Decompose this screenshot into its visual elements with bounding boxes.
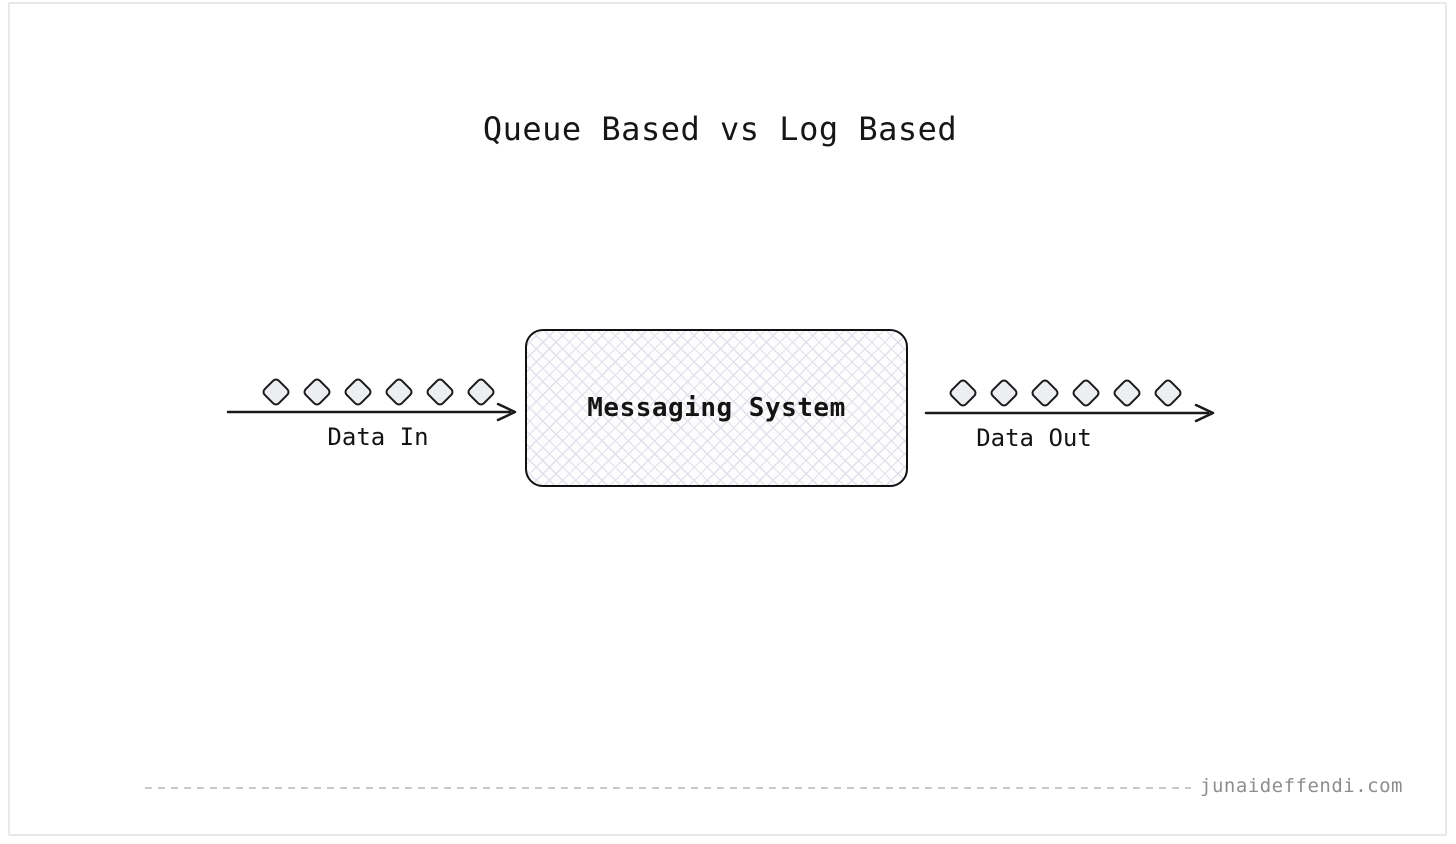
footer-site-credit: junaideffendi.com (1200, 775, 1403, 797)
messaging-system-label: Messaging System (587, 393, 846, 423)
data-in-label: Data In (327, 423, 429, 451)
arrowhead-right-icon (496, 402, 517, 422)
data-out-arrow (924, 403, 1215, 423)
arrowhead-right-icon (1194, 403, 1215, 423)
data-out-label: Data Out (976, 424, 1092, 452)
messaging-system-box: Messaging System (525, 329, 908, 487)
footer-dashed-divider (145, 787, 1191, 789)
diagram-title: Queue Based vs Log Based (482, 110, 958, 148)
data-in-arrow (226, 402, 517, 422)
